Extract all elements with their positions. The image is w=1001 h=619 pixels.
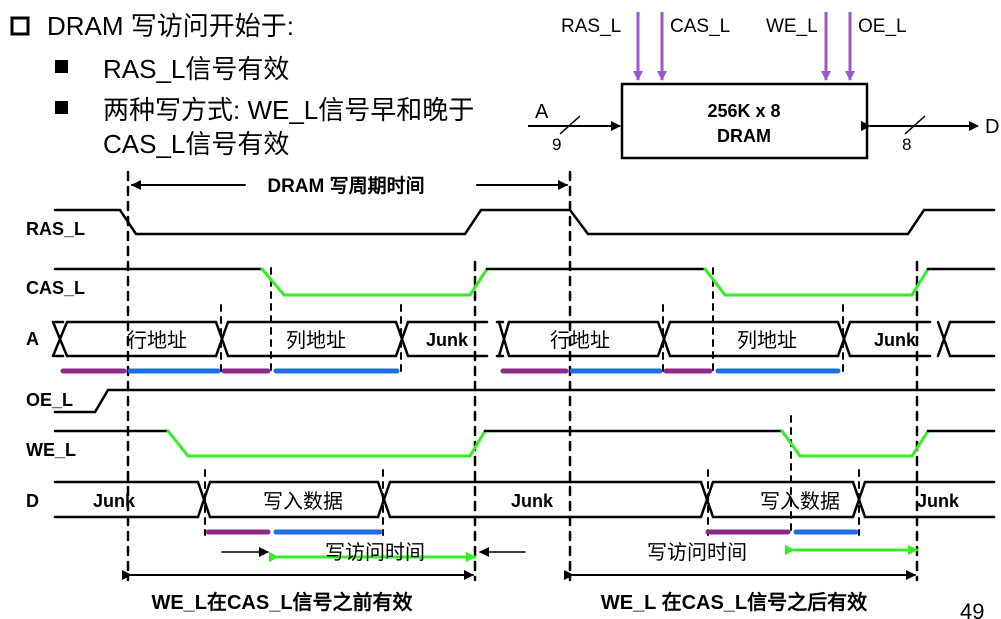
cycle-label: DRAM 写周期时间 (267, 175, 424, 197)
wave-oe (53, 388, 996, 414)
data-write-1: 写入数据 (263, 490, 343, 513)
bullet-square-solid (55, 60, 68, 73)
caption-early: WE_L在CAS_L信号之前有效 (151, 590, 412, 614)
data-write-2: 写入数据 (760, 490, 840, 513)
wave-addr-bus (51, 320, 996, 358)
wave-we-low-1 (166, 429, 487, 458)
wave-ras (53, 208, 996, 236)
data-junk-2: Junk (511, 491, 554, 511)
signal-label-ras: RAS_L (26, 219, 85, 239)
signal-label-cas: CAS_L (26, 278, 85, 298)
access-time-1: 写访问时间 (325, 541, 425, 564)
wave-cas-low-1 (260, 267, 489, 297)
addr-junk-2: Junk (874, 330, 917, 350)
data-junk-3: Junk (917, 491, 960, 511)
addr-col-2: 列地址 (737, 329, 797, 352)
sub-bullet-2-line1: 两种写方式: WE_L信号早和晚于 (103, 95, 474, 125)
timing-diagram: DRAM 写周期时间 RAS_L CAS_L A OE_L WE_L D (26, 170, 996, 614)
dram-title-2: DRAM (717, 126, 771, 146)
addr-bus-slash (559, 115, 581, 135)
signal-label-we: WE_L (26, 440, 76, 460)
wave-cas-low-2 (703, 267, 930, 297)
addr-row-1: 行地址 (127, 329, 187, 352)
data-junk-1: Junk (93, 491, 136, 511)
signal-label-d: D (26, 491, 39, 511)
pin-label-ras: RAS_L (561, 16, 621, 37)
bullet-square-hollow (10, 16, 30, 36)
data-bus-slash (904, 115, 926, 135)
wave-we-low-2 (780, 429, 930, 458)
addr-junk-1: Junk (426, 330, 469, 350)
addr-label: A (535, 101, 549, 123)
sub-bullet-1: RAS_L信号有效 (103, 54, 289, 84)
page-number: 49 (960, 599, 984, 619)
signal-label-oe: OE_L (26, 390, 73, 410)
addr-width: 9 (552, 135, 561, 154)
pin-label-oe: OE_L (858, 16, 907, 37)
sub-bullet-2-line2: CAS_L信号有效 (103, 129, 289, 159)
pin-label-cas: CAS_L (670, 16, 730, 37)
wave-data-bus (53, 480, 996, 519)
access-time-2: 写访问时间 (647, 541, 747, 564)
dram-block: RAS_L CAS_L WE_L OE_L 256K x 8 DRAM A 9 … (528, 12, 999, 160)
signal-label-a: A (26, 329, 39, 349)
addr-col-1: 列地址 (286, 329, 346, 352)
dram-title-1: 256K x 8 (707, 101, 780, 121)
dram-box (620, 82, 869, 160)
data-label: D (985, 116, 999, 138)
pin-label-we: WE_L (766, 16, 818, 37)
caption-late: WE_L 在CAS_L信号之后有效 (601, 590, 867, 614)
bullet-main-text: DRAM 写访问开始于: (47, 11, 294, 41)
addr-row-2: 行地址 (550, 329, 610, 352)
data-width: 8 (902, 135, 911, 154)
bullet-square-solid (55, 101, 68, 114)
